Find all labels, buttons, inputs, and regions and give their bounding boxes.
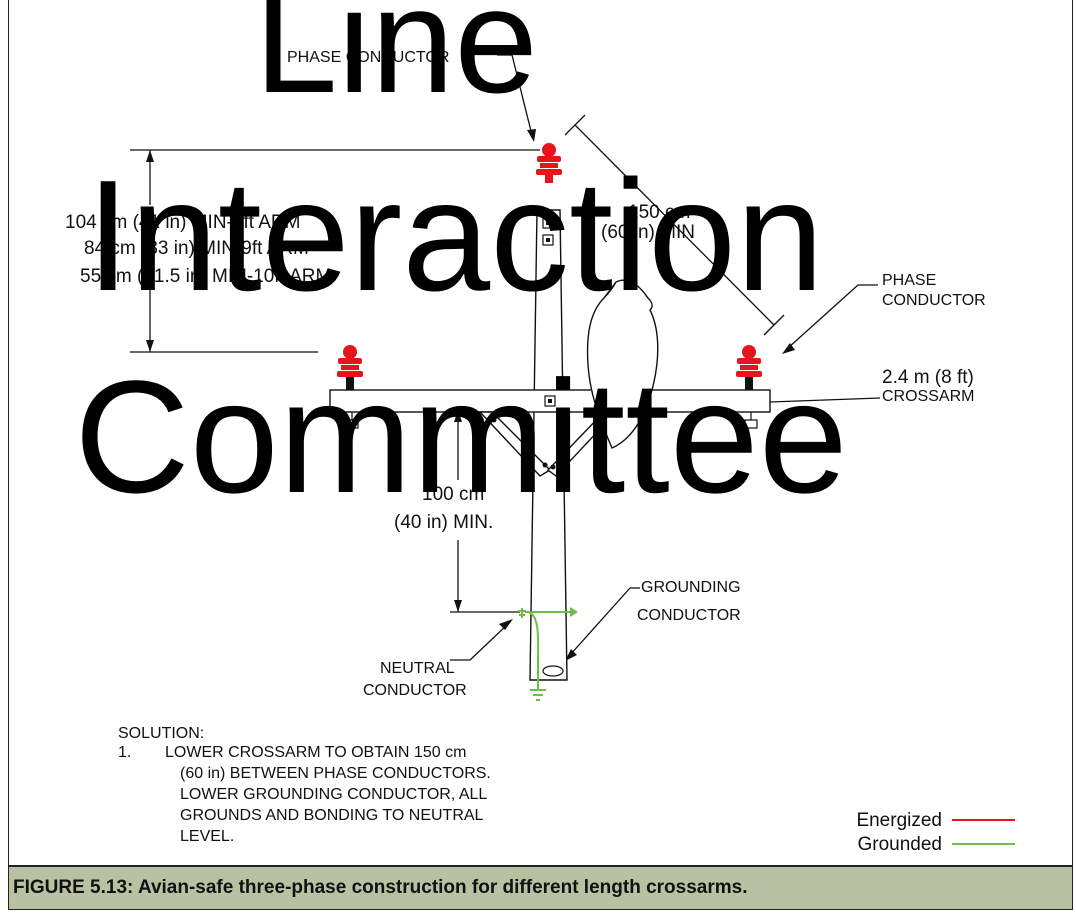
watermark: Line Interaction Committee (74, 0, 848, 526)
insulator-left (337, 345, 363, 390)
grounding-conductor-label-1: GROUNDING (641, 579, 741, 596)
solution-notes: SOLUTION: 1. LOWER CROSSARM TO OBTAIN 15… (118, 725, 491, 845)
solution-line: LEVEL. (180, 828, 234, 845)
neutral-distance-label-1: 100 cm (422, 484, 484, 505)
legend-energized-label: Energized (856, 810, 942, 831)
legend-grounded-label: Grounded (857, 834, 942, 855)
eagle-silhouette (586, 279, 659, 449)
crossarm-label: CROSSARM (882, 388, 974, 405)
pole-construction-diagram: PHASE CONDUCTOR PHASE CONDUCTOR 150 cm (… (65, 0, 1015, 855)
grounding-conductor-label-2: CONDUCTOR (637, 607, 741, 624)
watermark-line-3: Committee (74, 347, 848, 526)
grounding-conductor (518, 607, 578, 701)
caption-text: FIGURE 5.13: Avian-safe three-phase cons… (13, 877, 748, 898)
phase-conductor-right-label-1: PHASE (882, 272, 936, 289)
solution-line: LOWER GROUNDING CONDUCTOR, ALL (180, 786, 487, 803)
diagram-labels: PHASE CONDUCTOR PHASE CONDUCTOR 150 cm (… (65, 49, 986, 699)
solution-line: (60 in) BETWEEN PHASE CONDUCTORS. (180, 765, 491, 782)
neutral-conductor-label-2: CONDUCTOR (363, 682, 467, 699)
watermark-line-1: Line (254, 0, 538, 124)
diag-distance-label-1: 150 cm (628, 202, 690, 223)
solution-number: 1. (118, 744, 131, 761)
legend: Energized Grounded (856, 810, 1015, 855)
neutral-distance-label-2: (40 in) MIN. (394, 512, 493, 533)
diag-distance-label-2: (60 in) MIN (601, 222, 695, 243)
crossarm-size-label: 2.4 m (8 ft) (882, 367, 974, 388)
crossarm (329, 389, 771, 477)
vertical-spacing-9ft: 84 cm (33 in) MIN-9ft ARM (84, 238, 309, 259)
phase-conductor-top-label: PHASE CONDUCTOR (287, 49, 449, 66)
utility-pole (529, 209, 568, 681)
vertical-spacing-8ft: 104 cm (41 in) MIN-8ft ARM (65, 212, 300, 233)
figure-caption: FIGURE 5.13: Avian-safe three-phase cons… (8, 866, 1073, 910)
watermark-line-2: Interaction (86, 148, 824, 324)
insulator-right (736, 345, 762, 390)
dimension-lines (130, 54, 881, 661)
vertical-spacing-10ft: 55 cm (21.5 in) MIN-10ft ARM (80, 266, 331, 287)
solution-heading: SOLUTION: (118, 725, 204, 742)
neutral-conductor-label-1: NEUTRAL (380, 660, 455, 677)
phase-conductor-right-label-2: CONDUCTOR (882, 292, 986, 309)
insulator-top (536, 143, 562, 183)
solution-line: GROUNDS AND BONDING TO NEUTRAL (180, 807, 484, 824)
solution-line: LOWER CROSSARM TO OBTAIN 150 cm (165, 744, 466, 761)
